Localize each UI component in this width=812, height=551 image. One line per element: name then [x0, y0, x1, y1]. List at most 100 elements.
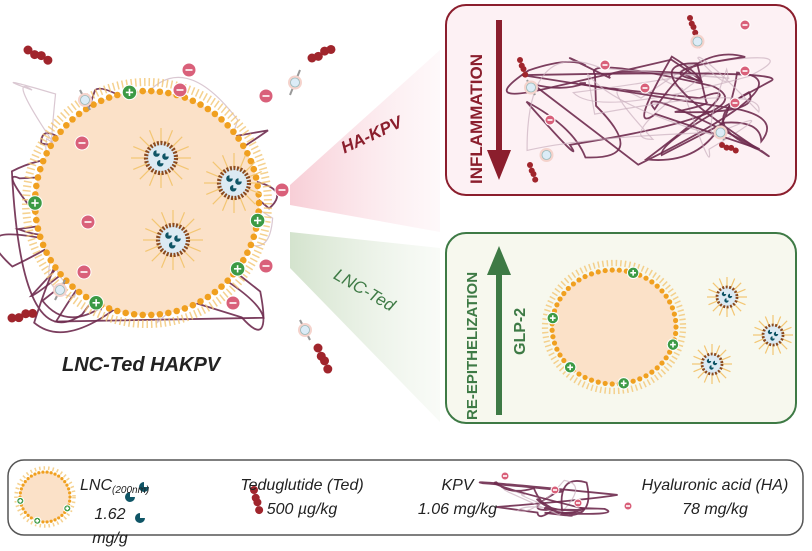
lipid-head [637, 376, 643, 382]
kpv-peptide-icon [719, 142, 739, 154]
ha-chain [643, 53, 761, 151]
negative-charge-icon [80, 214, 96, 230]
lipid-head [122, 309, 129, 317]
lipid-head [602, 380, 608, 387]
lipid-head [252, 174, 260, 181]
lipid-head [68, 499, 72, 503]
teduglutide-icon [773, 331, 779, 337]
lipid-head [667, 349, 673, 355]
teduglutide-icon [229, 184, 237, 192]
lipid-head [239, 256, 247, 264]
teduglutide-icon [724, 298, 729, 303]
lipid-head [19, 487, 23, 491]
nanocapsule-core [20, 472, 70, 522]
lipid-head [60, 477, 64, 481]
lipid-head [23, 480, 27, 484]
ted-micelle [707, 277, 747, 317]
legend-ted-name: Teduglutide (Ted) [240, 477, 364, 494]
lipid-head [551, 340, 558, 346]
main-micelles [131, 128, 264, 270]
lipid-head [663, 293, 669, 299]
lipid-head [239, 142, 247, 150]
positive-charge-icon [249, 212, 266, 229]
lipid-head [18, 491, 22, 495]
kpv-peptide-icon [250, 486, 264, 515]
lipid-head [165, 309, 172, 317]
kpv-peptide-icon [7, 308, 38, 323]
lipid-head [105, 94, 113, 101]
negative-charge-icon [274, 182, 290, 198]
kpv-linker [288, 69, 302, 96]
legend-kpv-name: KPV [441, 477, 474, 494]
lipid-head [247, 241, 255, 249]
positive-charge-icon [666, 338, 680, 351]
lipid-head [673, 324, 679, 330]
kpv-linker [298, 319, 312, 341]
negative-charge-icon [258, 258, 274, 274]
ha-chain [532, 71, 760, 166]
lipid-tails [21, 77, 273, 329]
kpv-linker [539, 148, 554, 162]
nanocapsule-core [35, 91, 259, 315]
hyaluronic-acid-tangle [506, 15, 774, 183]
ted-micelle [753, 315, 793, 355]
kpv-linker [78, 89, 92, 111]
negative-charge-icon [74, 135, 90, 151]
teduglutide-icon [125, 492, 135, 502]
kpv-linker [53, 279, 67, 301]
negative-charge-icon [258, 88, 274, 104]
positive-charge-icon [88, 295, 104, 311]
ha-chain [670, 62, 770, 158]
lipid-head [244, 249, 251, 256]
lipid-head [156, 310, 164, 318]
kpv-peptide-icon [23, 45, 53, 65]
lipid-head [33, 182, 40, 190]
lipid-head [643, 373, 649, 379]
lipid-head [609, 381, 615, 387]
teduglutide-icon [712, 360, 718, 366]
kpv-peptide-icon [517, 57, 529, 78]
ted-micelle [692, 344, 732, 384]
lipid-head [60, 513, 64, 517]
lipid-head [41, 520, 45, 524]
lipid-head [672, 330, 679, 337]
lipid-head [602, 267, 608, 274]
lipid-head [21, 483, 25, 487]
kpv-linker [713, 124, 728, 141]
lipid-head [165, 89, 172, 97]
lipid-head [616, 267, 622, 273]
lipid-head [189, 301, 197, 309]
lipid-nanocapsule [541, 259, 687, 395]
lipid-head [189, 97, 197, 105]
lipid-tails [14, 466, 76, 528]
lipid-head [669, 305, 675, 311]
lipid-head [244, 150, 251, 157]
lipid-head [26, 513, 30, 517]
lipid-head [643, 275, 649, 281]
lipid-head [47, 256, 55, 264]
lipid-head [550, 334, 556, 340]
teduglutide-icon [709, 365, 714, 370]
teduglutide-icon [727, 293, 733, 299]
lipid-head [47, 142, 55, 150]
teduglutide-icon [721, 291, 727, 297]
lipid-head [659, 288, 665, 294]
main-title: LNC-Ted HAKPV [62, 354, 221, 376]
lipid-head [654, 365, 660, 371]
legend-lnc: LNC(200nm) 1.62 mg/g [80, 474, 149, 551]
lipid-head [554, 346, 560, 352]
kpv-linker [524, 79, 538, 96]
negative-charge-icon [739, 19, 751, 31]
teduglutide-icon [174, 235, 181, 242]
legend-lnc-dose: 1.62 mg/g [92, 506, 128, 547]
lipid-head [34, 174, 42, 181]
legend-ted: Teduglutide (Ted) 500 µg/kg [232, 474, 372, 522]
lipid-head [53, 472, 57, 476]
ha-chain [572, 57, 771, 140]
lipid-head [45, 520, 49, 524]
lipid-head [173, 307, 180, 315]
lipid-head [43, 249, 50, 256]
lipid-head [63, 480, 67, 484]
lipid-head [82, 293, 90, 301]
